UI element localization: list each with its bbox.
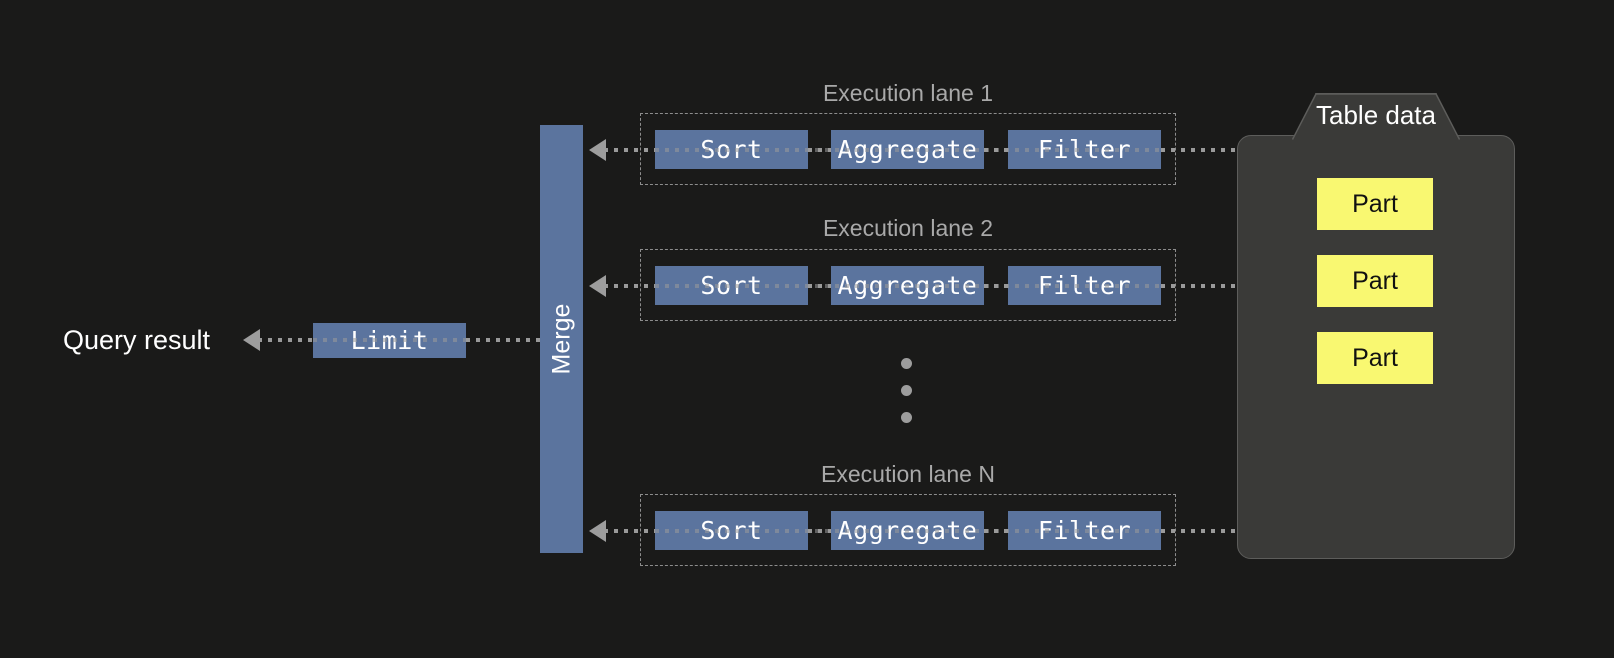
ellipsis-dot (901, 358, 912, 369)
ellipsis-dot (901, 385, 912, 396)
lanes-vertical-ellipsis-icon (901, 358, 912, 439)
connector-through-lane-2-operators (655, 284, 1161, 288)
table-part-3[interactable]: Part (1317, 332, 1433, 384)
table-data-title: Table data (1316, 100, 1436, 130)
table-part-1-label: Part (1352, 189, 1398, 218)
arrow-to-query-result-icon (243, 329, 260, 351)
connector-limit-to-query-result (258, 338, 314, 342)
connector-lane-n-to-merge (604, 529, 655, 533)
connector-lane-2-to-merge (604, 284, 655, 288)
arrow-lane-2-to-merge-icon (589, 275, 606, 297)
merge-node[interactable]: Merge (540, 125, 583, 553)
connector-through-limit (313, 338, 466, 342)
lane-label-1: Execution lane 1 (822, 80, 994, 106)
connector-lane-n-to-table-data (1161, 529, 1241, 533)
table-part-2-label: Part (1352, 266, 1398, 295)
connector-through-lane-1-operators (655, 148, 1161, 152)
merge-label: Merge (547, 303, 575, 375)
table-part-3-label: Part (1352, 343, 1398, 372)
table-part-1[interactable]: Part (1317, 178, 1433, 230)
lane-label-n: Execution lane N (821, 461, 995, 487)
connector-through-lane-n-operators (655, 529, 1161, 533)
arrow-lane-1-to-merge-icon (589, 139, 606, 161)
arrow-lane-n-to-merge-icon (589, 520, 606, 542)
connector-merge-to-limit (466, 338, 542, 342)
connector-lane-2-to-table-data (1161, 284, 1241, 288)
lane-label-2: Execution lane 2 (822, 215, 994, 241)
connector-lane-1-to-merge (604, 148, 655, 152)
query-result-label: Query result (63, 325, 211, 355)
ellipsis-dot (901, 412, 912, 423)
connector-lane-1-to-table-data (1161, 148, 1241, 152)
table-part-2[interactable]: Part (1317, 255, 1433, 307)
